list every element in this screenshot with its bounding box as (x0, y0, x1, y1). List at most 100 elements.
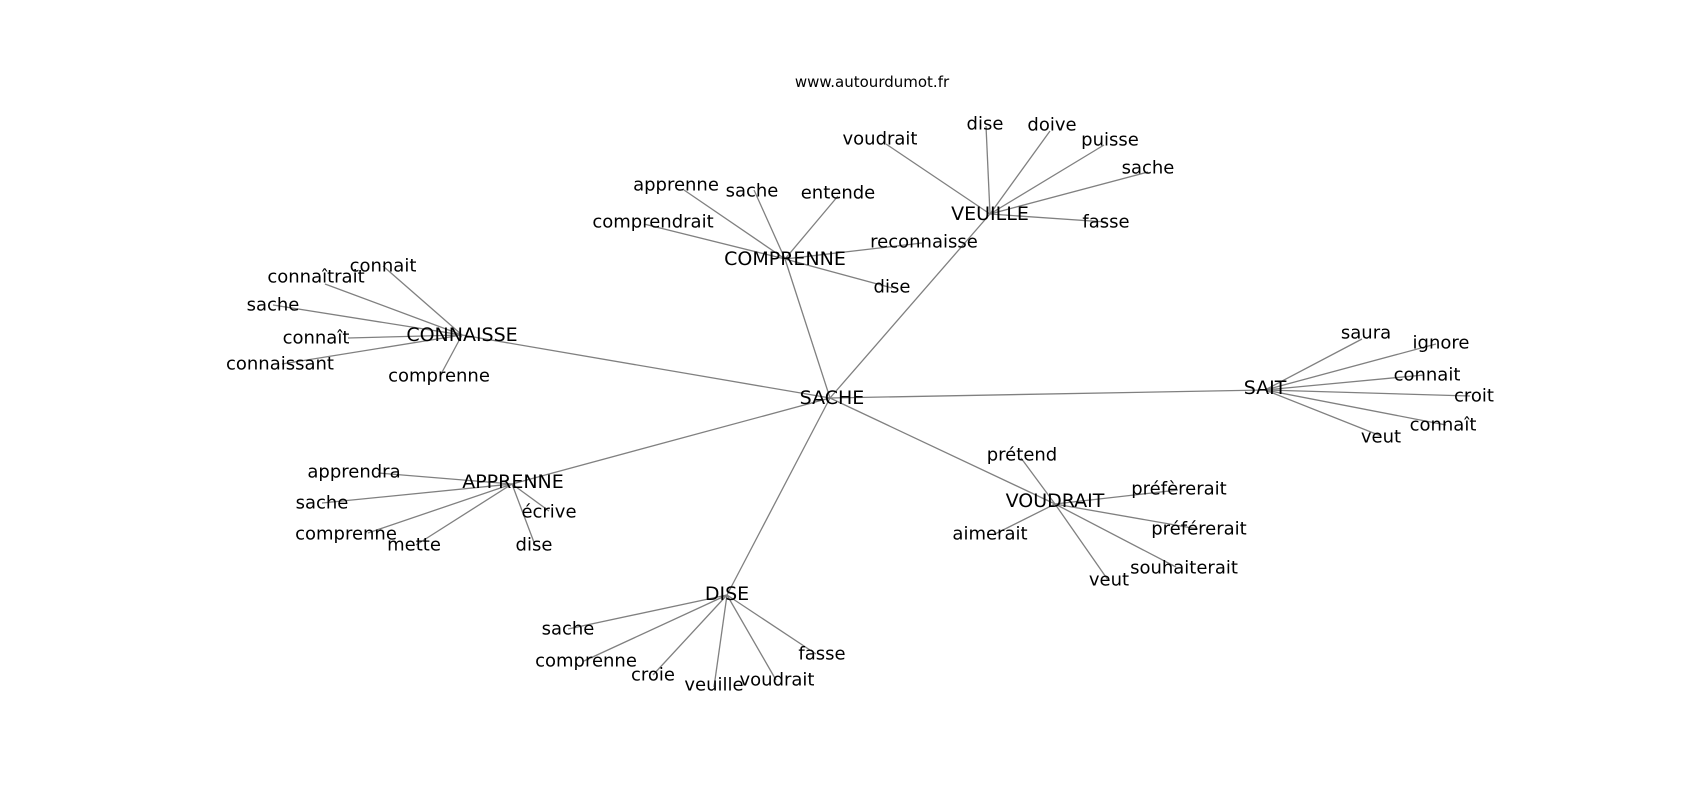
node-veuille-hub: VEUILLE (951, 203, 1029, 225)
edge-sait-croit (1264, 389, 1471, 397)
node-connaisse-comprenne: comprenne (388, 366, 490, 387)
edge-sait-veut (1264, 389, 1382, 437)
edge-connaisse-connait (347, 334, 463, 339)
node-apprenne-comprenne: comprenne (295, 524, 397, 545)
node-veuille-fasse: fasse (1082, 212, 1129, 233)
node-sait-hub: SAIT (1244, 377, 1287, 399)
edge-veuille-sache (989, 171, 1149, 215)
edge-dise-voudrait (726, 594, 777, 681)
edge-voudrait-prefererait (1054, 489, 1179, 505)
edge-voudrait-souhaiterait (1054, 503, 1177, 568)
edge-sait-connait (1264, 374, 1425, 391)
node-connaisse-connaitrait: connaîtrait (267, 267, 364, 288)
node-apprenne-dise: dise (516, 535, 553, 556)
node-dise-croie: croie (631, 665, 675, 686)
edge-veuille-puisse (989, 144, 1105, 215)
node-voudrait-prefererait: préférerait (1151, 519, 1246, 540)
edge-veuille-dise (985, 125, 991, 215)
node-apprenne-mette: mette (387, 535, 441, 556)
edge-connaisse-sache (272, 304, 463, 336)
edge-apprenne-dise (511, 483, 536, 546)
node-dise-fasse: fasse (798, 644, 845, 665)
edge-sache-comprenne (784, 258, 831, 399)
edge-apprenne-apprendra (377, 472, 513, 485)
node-comprenne-sache: sache (726, 181, 779, 202)
node-comprenne-entende: entende (801, 183, 876, 204)
edge-apprenne-ecrive (511, 483, 550, 512)
node-sait-connait: connait (1394, 365, 1461, 386)
node-connaisse-connait: connait (350, 256, 417, 277)
node-sait-connait: connaît (1410, 415, 1477, 436)
node-connaisse-hub: CONNAISSE (406, 324, 517, 346)
labels: www.autourdumot.fr SACHE CONNAISSE connait… (226, 73, 1494, 696)
node-sait-croit: croit (1454, 386, 1494, 407)
edge-veuille-doive (989, 130, 1051, 215)
edge-connaisse-connaitrait (324, 283, 463, 336)
edge-dise-croie (652, 594, 728, 676)
edge-apprenne-mette (415, 483, 513, 546)
edges (272, 125, 1471, 688)
edge-sache-sait (829, 389, 1266, 399)
node-apprenne-hub: APPRENNE (462, 471, 564, 493)
edge-veuille-fasse (989, 213, 1107, 223)
node-voudrait-veut: veut (1089, 570, 1129, 591)
edge-apprenne-comprenne (367, 483, 513, 534)
edge-sache-voudrait (829, 397, 1056, 505)
node-voudrait-pretend: prétend (987, 445, 1057, 466)
edge-sache-apprenne (511, 397, 831, 485)
edge-connaisse-connait (382, 265, 463, 336)
node-veuille-sache: sache (1122, 158, 1175, 179)
edge-sache-dise (726, 397, 831, 596)
site-label: www.autourdumot.fr (795, 73, 950, 91)
edge-dise-fasse (726, 594, 817, 655)
node-comprenne-apprenne: apprenne (633, 175, 719, 196)
node-veuille-voudrait: voudrait (843, 129, 918, 150)
edge-dise-comprenne (583, 594, 728, 662)
node-comprenne-dise: dise (874, 277, 911, 298)
edge-dise-sache (567, 594, 728, 630)
edge-sache-connaisse (461, 334, 831, 399)
node-veuille-doive: doive (1027, 115, 1076, 136)
node-dise-hub: DISE (705, 583, 749, 605)
edge-comprenne-comprendrait (643, 223, 786, 260)
edge-sait-saura (1264, 338, 1363, 391)
edge-comprenne-apprenne (683, 189, 786, 260)
node-voudrait-hub: VOUDRAIT (1006, 490, 1105, 512)
node-sait-ignore: ignore (1413, 333, 1470, 354)
node-connaisse-connait: connaît (283, 328, 350, 349)
node-comprenne-comprendrait: comprendrait (592, 212, 713, 233)
edge-comprenne-sache (753, 189, 786, 260)
edge-veuille-voudrait (885, 143, 991, 215)
edge-voudrait-veut (1054, 503, 1109, 581)
edge-connaisse-connaissant (281, 334, 463, 365)
node-veuille-puisse: puisse (1081, 130, 1139, 151)
node-sait-saura: saura (1341, 323, 1391, 344)
node-voudrait-prefererait: préfèrerait (1131, 479, 1226, 500)
node-dise-voudrait: voudrait (740, 670, 815, 691)
node-sache-center: SACHE (800, 387, 865, 409)
edge-voudrait-prefererait (1054, 503, 1199, 530)
node-dise-veuille: veuille (684, 675, 743, 696)
node-apprenne-apprendra: apprendra (307, 462, 400, 483)
node-connaisse-connaissant: connaissant (226, 354, 334, 375)
edge-apprenne-sache (321, 483, 513, 504)
node-connaisse-sache: sache (247, 295, 300, 316)
edge-sait-connait (1264, 389, 1447, 426)
node-comprenne-hub: COMPRENNE (724, 248, 846, 270)
node-apprenne-ecrive: écrive (521, 502, 576, 523)
edge-comprenne-entende (784, 195, 839, 260)
edge-sait-ignore (1264, 343, 1437, 391)
node-dise-comprenne: comprenne (535, 651, 637, 672)
node-dise-sache: sache (542, 619, 595, 640)
node-voudrait-souhaiterait: souhaiterait (1130, 558, 1238, 579)
node-apprenne-sache: sache (296, 493, 349, 514)
edge-voudrait-aimerait (992, 503, 1056, 536)
node-veuille-dise: dise (967, 114, 1004, 135)
node-sait-veut: veut (1361, 427, 1401, 448)
edge-sache-veuille (829, 213, 991, 399)
edge-comprenne-reconnaisse (784, 242, 923, 260)
node-voudrait-aimerait: aimerait (952, 524, 1027, 545)
edge-dise-veuille (713, 594, 728, 688)
edge-voudrait-pretend (1020, 457, 1056, 505)
